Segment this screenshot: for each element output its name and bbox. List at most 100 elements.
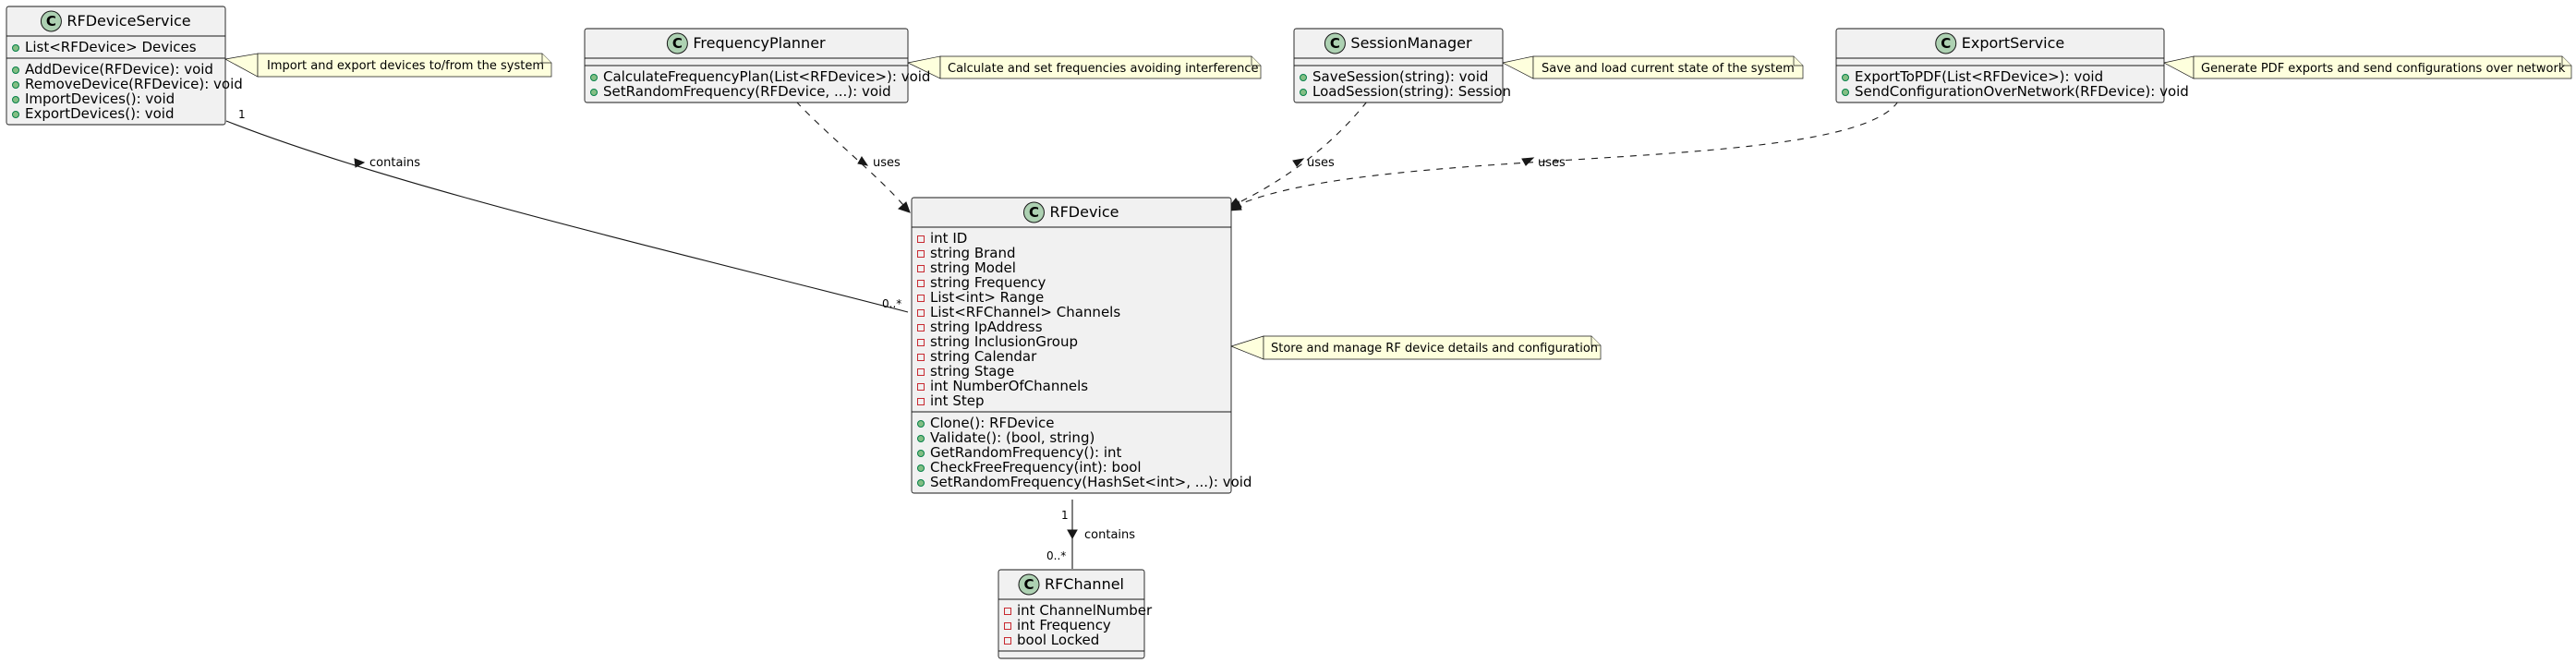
class-rfdevice-field: string Model [930, 259, 1016, 276]
public-visibility-icon [917, 479, 925, 487]
class-rfdevice-field: string Stage [930, 363, 1014, 380]
class-rfdeviceservice-stereotype-icon [40, 10, 62, 32]
private-visibility-icon [917, 354, 925, 361]
class-exportservice-stereotype-icon [1935, 32, 1957, 54]
public-visibility-icon [590, 89, 598, 96]
public-visibility-icon [1300, 89, 1307, 96]
edge-export-direction-arrow [1521, 157, 1535, 166]
class-rfdevice-method: SetRandomFrequency(HashSet<int>, ...): v… [930, 474, 1252, 490]
class-sessionmanager-stereotype-letter: C [1330, 35, 1340, 52]
class-rfchannel-field: int ChannelNumber [1017, 602, 1153, 619]
class-frequencyplanner-name: FrequencyPlanner [693, 34, 826, 52]
edge-export-uses-device [1237, 101, 1899, 206]
private-visibility-icon [917, 339, 925, 346]
public-visibility-icon [12, 66, 19, 74]
class-rfdevice-method: GetRandomFrequency(): int [930, 444, 1122, 461]
edge-service-from-mult: 1 [238, 108, 246, 121]
class-rfdeviceservice-name: RFDeviceService [67, 12, 190, 30]
public-visibility-icon [12, 81, 19, 89]
public-visibility-icon [917, 464, 925, 472]
edge-device-contains-label: contains [1084, 528, 1135, 542]
class-rfdeviceservice-stereotype-letter: C [46, 13, 56, 30]
class-rfdevice-name: RFDevice [1049, 203, 1119, 221]
note-rfdevice: Store and manage RF device details and c… [1229, 335, 1602, 360]
class-rfchannel-field: bool Locked [1017, 632, 1099, 648]
class-rfdevice-box [911, 197, 1232, 494]
class-rfdeviceservice-method: RemoveDevice(RFDevice): void [25, 76, 243, 92]
public-visibility-icon [1842, 89, 1849, 96]
private-visibility-icon [917, 280, 925, 287]
class-rfdevice-field: int Step [930, 392, 984, 409]
private-visibility-icon [917, 265, 925, 272]
public-visibility-icon [1842, 74, 1849, 81]
edge-export-uses-label: uses [1538, 156, 1566, 170]
class-sessionmanager-method: LoadSession(string): Session [1312, 83, 1511, 100]
note-exportservice-text: Generate PDF exports and send configurat… [2201, 62, 2566, 76]
edge-planner-arrowhead [898, 201, 911, 213]
class-exportservice-stereotype-letter: C [1941, 35, 1951, 52]
class-rfdevice-method: Validate(): (bool, string) [930, 429, 1094, 446]
class-exportservice-name: ExportService [1962, 34, 2065, 52]
public-visibility-icon [12, 44, 19, 52]
class-sessionmanager-name: SessionManager [1350, 34, 1472, 52]
public-visibility-icon [12, 96, 19, 103]
public-visibility-icon [12, 111, 19, 118]
class-frequencyplanner-method: SetRandomFrequency(RFDevice, ...): void [603, 83, 891, 100]
class-rfchannel-field: int Frequency [1017, 617, 1111, 633]
private-visibility-icon [1004, 608, 1011, 615]
class-rfdeviceservice-field: List<RFDevice> Devices [25, 39, 197, 55]
edge-service-to-mult: 0..* [882, 297, 901, 310]
class-rfdevice-field: string InclusionGroup [930, 333, 1078, 350]
edge-device-from-mult: 1 [1061, 509, 1069, 522]
edge-planner-uses-label: uses [873, 156, 901, 170]
class-rfdevice-field: string Frequency [930, 274, 1046, 291]
private-visibility-icon [917, 368, 925, 376]
private-visibility-icon [1004, 622, 1011, 630]
class-rfdevice-field: string Calendar [930, 348, 1037, 365]
class-frequencyplanner-stereotype-letter: C [672, 35, 683, 52]
private-visibility-icon [1004, 637, 1011, 645]
class-rfdevice-field: int ID [930, 230, 967, 247]
edge-device-direction-arrow [1067, 529, 1078, 540]
class-rfdeviceservice-method: AddDevice(RFDevice): void [25, 61, 213, 78]
class-rfchannel-stereotype-icon [1018, 573, 1040, 596]
note-exportservice: Generate PDF exports and send configurat… [2162, 55, 2572, 79]
edge-planner-uses-device [795, 101, 904, 206]
private-visibility-icon [917, 324, 925, 332]
public-visibility-icon [1300, 74, 1307, 81]
private-visibility-icon [917, 235, 925, 243]
class-rfdevice-field: int NumberOfChannels [930, 378, 1088, 394]
edge-planner-direction-arrow [857, 156, 869, 166]
private-visibility-icon [917, 295, 925, 302]
public-visibility-icon [917, 450, 925, 457]
edge-service-contains-label: contains [369, 156, 420, 170]
note-rfdeviceservice-text: Import and export devices to/from the sy… [267, 59, 544, 73]
notes: Import and export devices to/from the sy… [224, 53, 2572, 360]
edge-service-direction-arrow [354, 158, 366, 168]
class-rfchannel-name: RFChannel [1045, 575, 1124, 593]
note-rfdevice-text: Store and manage RF device details and c… [1271, 342, 1598, 356]
edge-service-contains-device [225, 120, 909, 313]
edge-session-uses-device [1237, 101, 1368, 204]
class-rfdevice-field: List<RFChannel> Channels [930, 304, 1120, 320]
class-rfdeviceservice-method: ExportDevices(): void [25, 105, 174, 122]
public-visibility-icon [590, 74, 598, 81]
public-visibility-icon [917, 420, 925, 428]
class-sessionmanager-method: SaveSession(string): void [1312, 68, 1488, 85]
class-rfdevice-method: CheckFreeFrequency(int): bool [930, 459, 1142, 476]
class-rfdevice-stereotype-letter: C [1029, 204, 1039, 221]
class-rfdeviceservice-method: ImportDevices(): void [25, 90, 175, 107]
edges: contains 1 0..* uses uses uses contains … [225, 101, 1899, 569]
class-rfdevice-method: Clone(): RFDevice [930, 415, 1054, 431]
note-sessionmanager-text: Save and load current state of the syste… [1542, 62, 1795, 76]
edge-session-uses-label: uses [1307, 156, 1335, 170]
private-visibility-icon [917, 398, 925, 405]
